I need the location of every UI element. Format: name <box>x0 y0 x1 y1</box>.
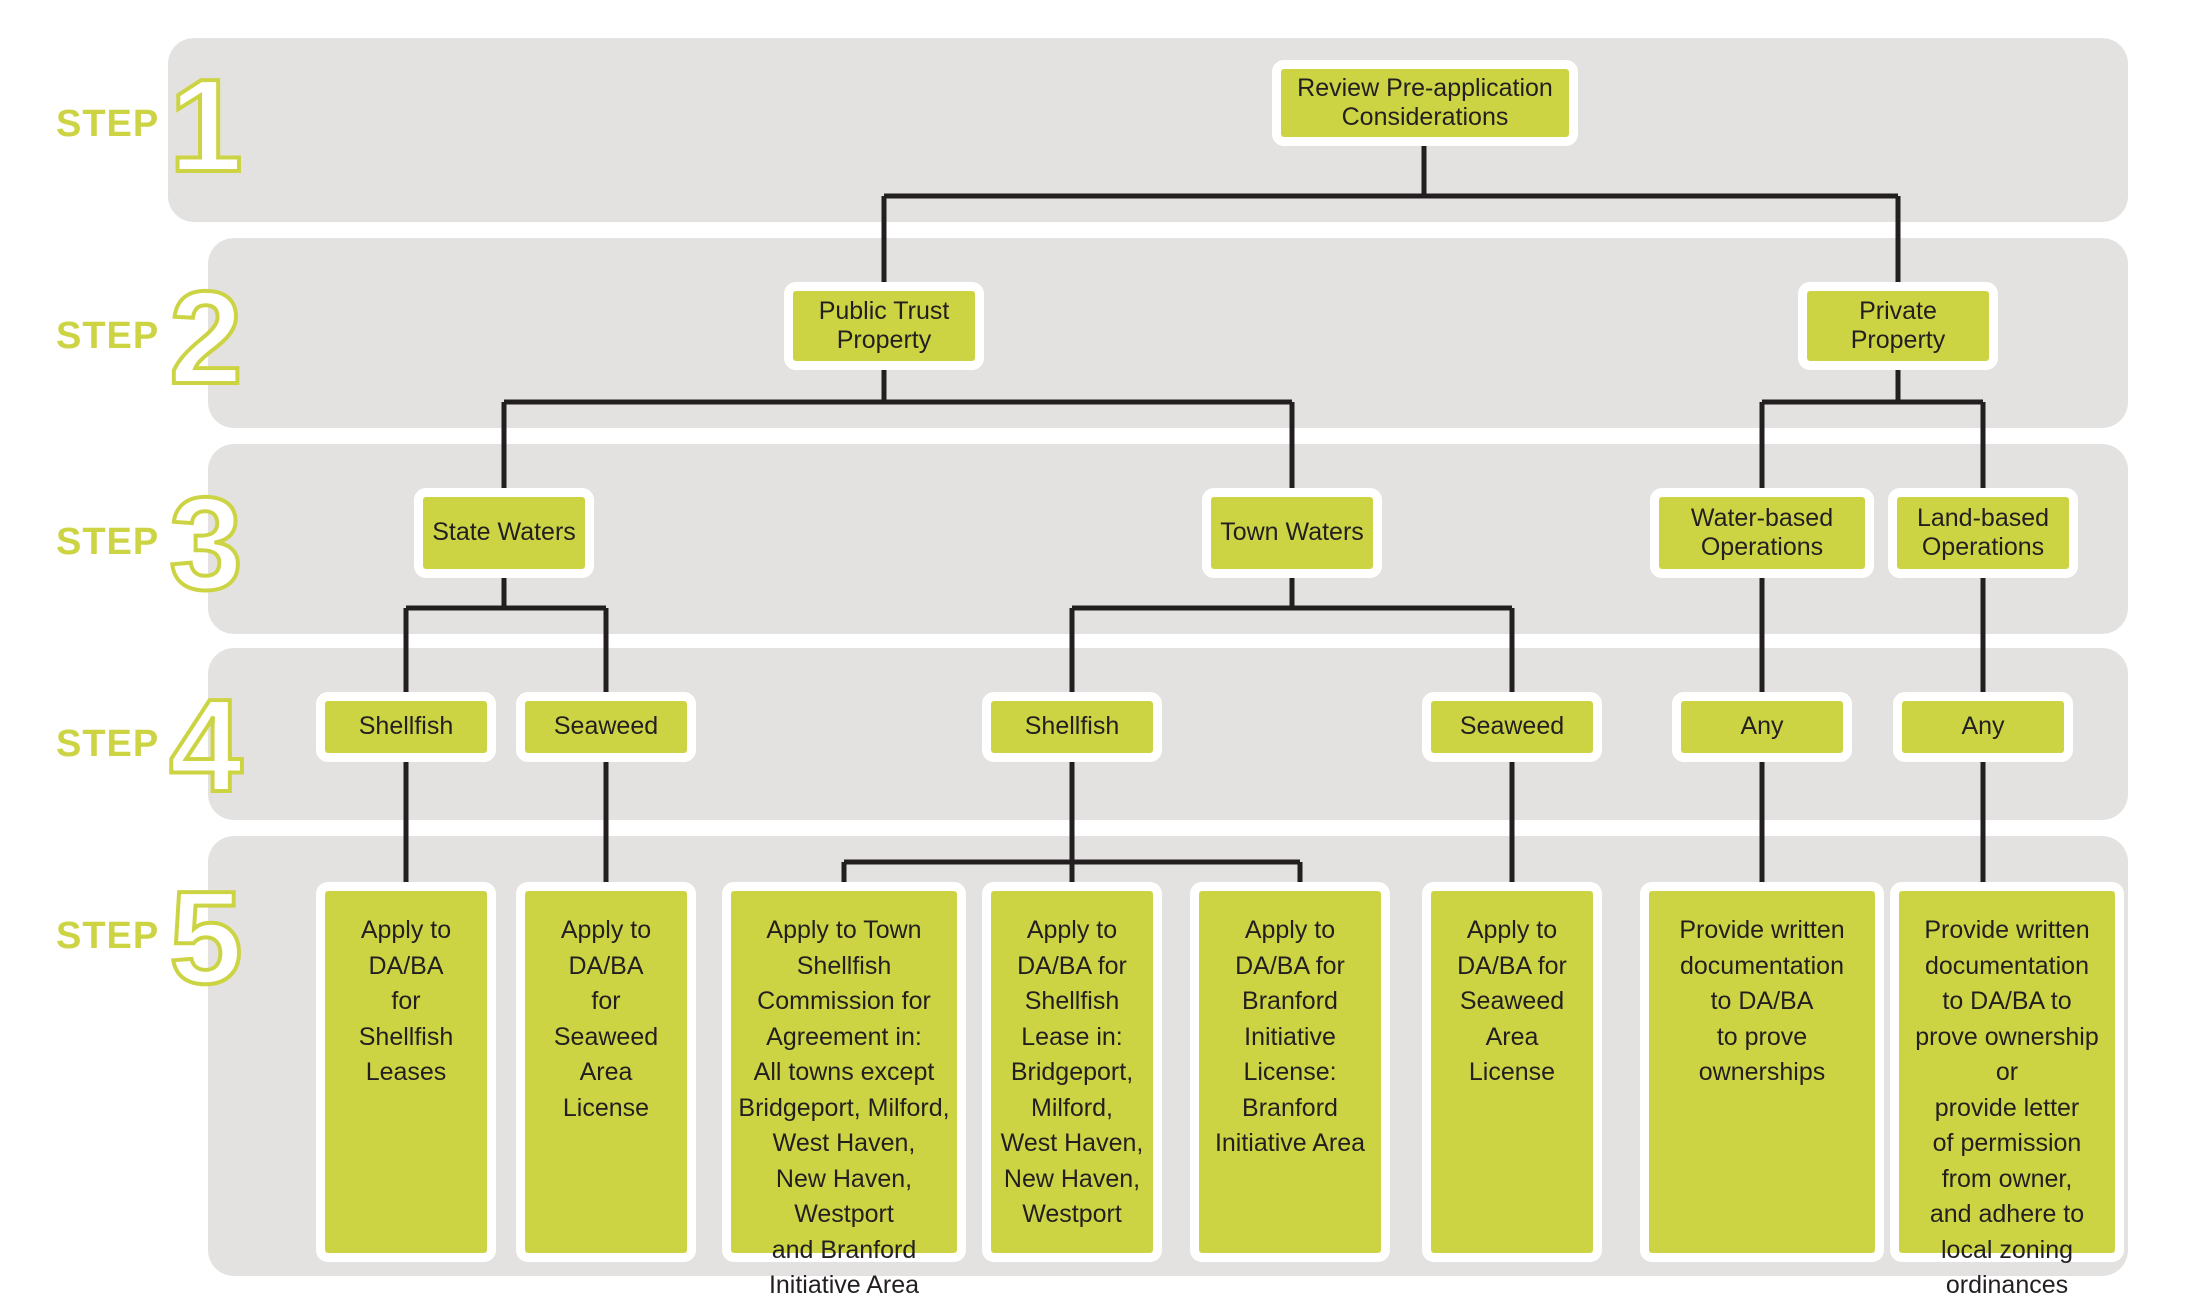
node-label: Water-based Operations <box>1690 503 1834 562</box>
node-label: Apply to DA/BA for Seaweed Area License <box>553 916 659 1122</box>
node-apply-town-shellfish-lease[interactable]: Apply to DA/BA for Shellfish Lease in: B… <box>982 882 1162 1262</box>
node-state-waters[interactable]: State Waters <box>414 488 594 578</box>
node-provide-documentation-land[interactable]: Provide written documentation to DA/BA t… <box>1890 882 2124 1299</box>
node-provide-documentation-water[interactable]: Provide written documentation to DA/BA t… <box>1640 882 1884 1262</box>
step-word: STEP <box>56 915 160 958</box>
node-label: Apply to DA/BA for Shellfish Leases <box>358 916 454 1086</box>
node-town-shellfish[interactable]: Shellfish <box>982 692 1162 762</box>
node-label: Shellfish <box>1024 712 1120 741</box>
node-label: Apply to DA/BA for Seaweed Area License <box>1457 916 1567 1086</box>
node-label: State Waters <box>432 518 576 547</box>
node-label: Any <box>1740 712 1784 741</box>
node-town-seaweed[interactable]: Seaweed <box>1422 692 1602 762</box>
node-public-trust-property[interactable]: Public Trust Property <box>784 282 984 370</box>
step-word: STEP <box>56 521 160 564</box>
step-band-1 <box>168 38 2128 222</box>
node-label: Review Pre-application Considerations <box>1297 73 1553 132</box>
node-label: Provide written documentation to DA/BA t… <box>1915 916 2099 1299</box>
node-label: Private Property <box>1850 296 1946 355</box>
node-town-waters[interactable]: Town Waters <box>1202 488 1382 578</box>
node-apply-town-seaweed-license[interactable]: Apply to DA/BA for Seaweed Area License <box>1422 882 1602 1262</box>
node-apply-town-shellfish-commission[interactable]: Apply to Town Shellfish Commission for A… <box>722 882 966 1299</box>
node-label: Provide written documentation to DA/BA t… <box>1679 916 1845 1086</box>
node-label: Town Waters <box>1220 518 1364 547</box>
node-label: Apply to DA/BA for Shellfish Lease in: B… <box>1000 916 1144 1228</box>
node-apply-branford-initiative-license[interactable]: Apply to DA/BA for Branford Initiative L… <box>1190 882 1390 1262</box>
node-apply-state-shellfish-lease[interactable]: Apply to DA/BA for Shellfish Leases <box>316 882 496 1262</box>
step-word: STEP <box>56 315 160 358</box>
node-state-seaweed[interactable]: Seaweed <box>516 692 696 762</box>
node-water-any[interactable]: Any <box>1672 692 1852 762</box>
node-label: Apply to DA/BA for Branford Initiative L… <box>1214 916 1366 1157</box>
node-apply-state-seaweed-license[interactable]: Apply to DA/BA for Seaweed Area License <box>516 882 696 1262</box>
node-land-any[interactable]: Any <box>1893 692 2073 762</box>
node-label: Land-based Operations <box>1916 503 2050 562</box>
step-word: STEP <box>56 723 160 766</box>
node-label: Shellfish <box>358 712 454 741</box>
node-label: Seaweed <box>1459 712 1565 741</box>
node-private-property[interactable]: Private Property <box>1798 282 1998 370</box>
node-label: Public Trust Property <box>818 296 950 355</box>
step-word: STEP <box>56 103 160 146</box>
node-label: Apply to Town Shellfish Commission for A… <box>738 916 950 1299</box>
node-state-shellfish[interactable]: Shellfish <box>316 692 496 762</box>
node-water-based-operations[interactable]: Water-based Operations <box>1650 488 1874 578</box>
node-label: Any <box>1961 712 2005 741</box>
node-land-based-operations[interactable]: Land-based Operations <box>1888 488 2078 578</box>
node-review-preapplication[interactable]: Review Pre-application Considerations <box>1272 60 1578 146</box>
node-label: Seaweed <box>553 712 659 741</box>
